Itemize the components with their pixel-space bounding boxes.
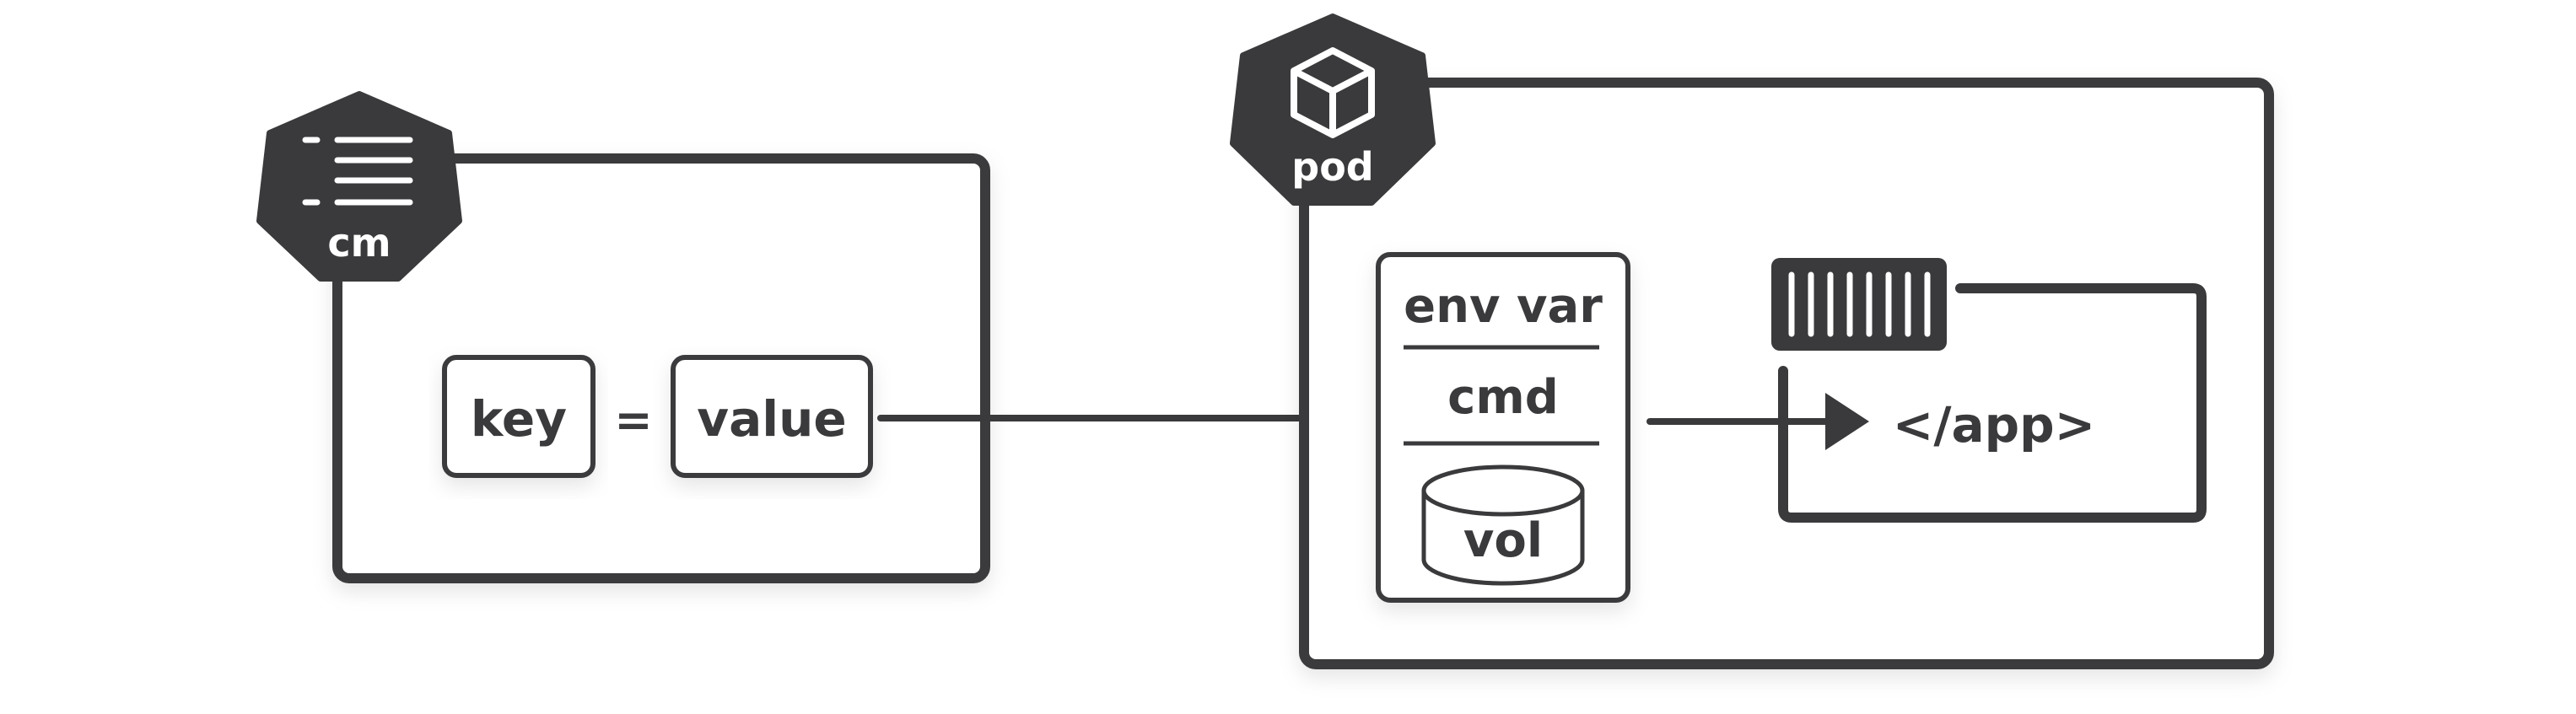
- container-outline: [1778, 283, 2207, 523]
- app-label: </app>: [1893, 396, 2096, 454]
- document-lines-icon: [302, 137, 413, 206]
- pod-badge: pod: [1230, 13, 1436, 206]
- config-source-stack: env var cmd vol: [1376, 252, 1630, 603]
- cube-icon: [1291, 47, 1375, 138]
- env-var-label: env var: [1404, 279, 1603, 334]
- value-label: value: [697, 390, 846, 448]
- equals-sign: =: [614, 394, 652, 447]
- vol-label: vol: [1463, 513, 1543, 568]
- configmap-group: key = value cm: [256, 91, 990, 583]
- pod-badge-label: pod: [1291, 144, 1373, 190]
- config-to-app-arrow: [1646, 393, 1869, 450]
- key-label: key: [471, 390, 567, 448]
- volume-cylinder-icon: vol: [1421, 464, 1585, 586]
- pod-group: env var cmd vol: [1230, 13, 2274, 669]
- value-box: value: [671, 355, 873, 478]
- key-box: key: [442, 355, 595, 478]
- cmd-label: cmd: [1447, 370, 1559, 425]
- cm-badge: cm: [256, 91, 462, 282]
- container-icon: [1771, 258, 1947, 351]
- cm-badge-label: cm: [327, 220, 391, 266]
